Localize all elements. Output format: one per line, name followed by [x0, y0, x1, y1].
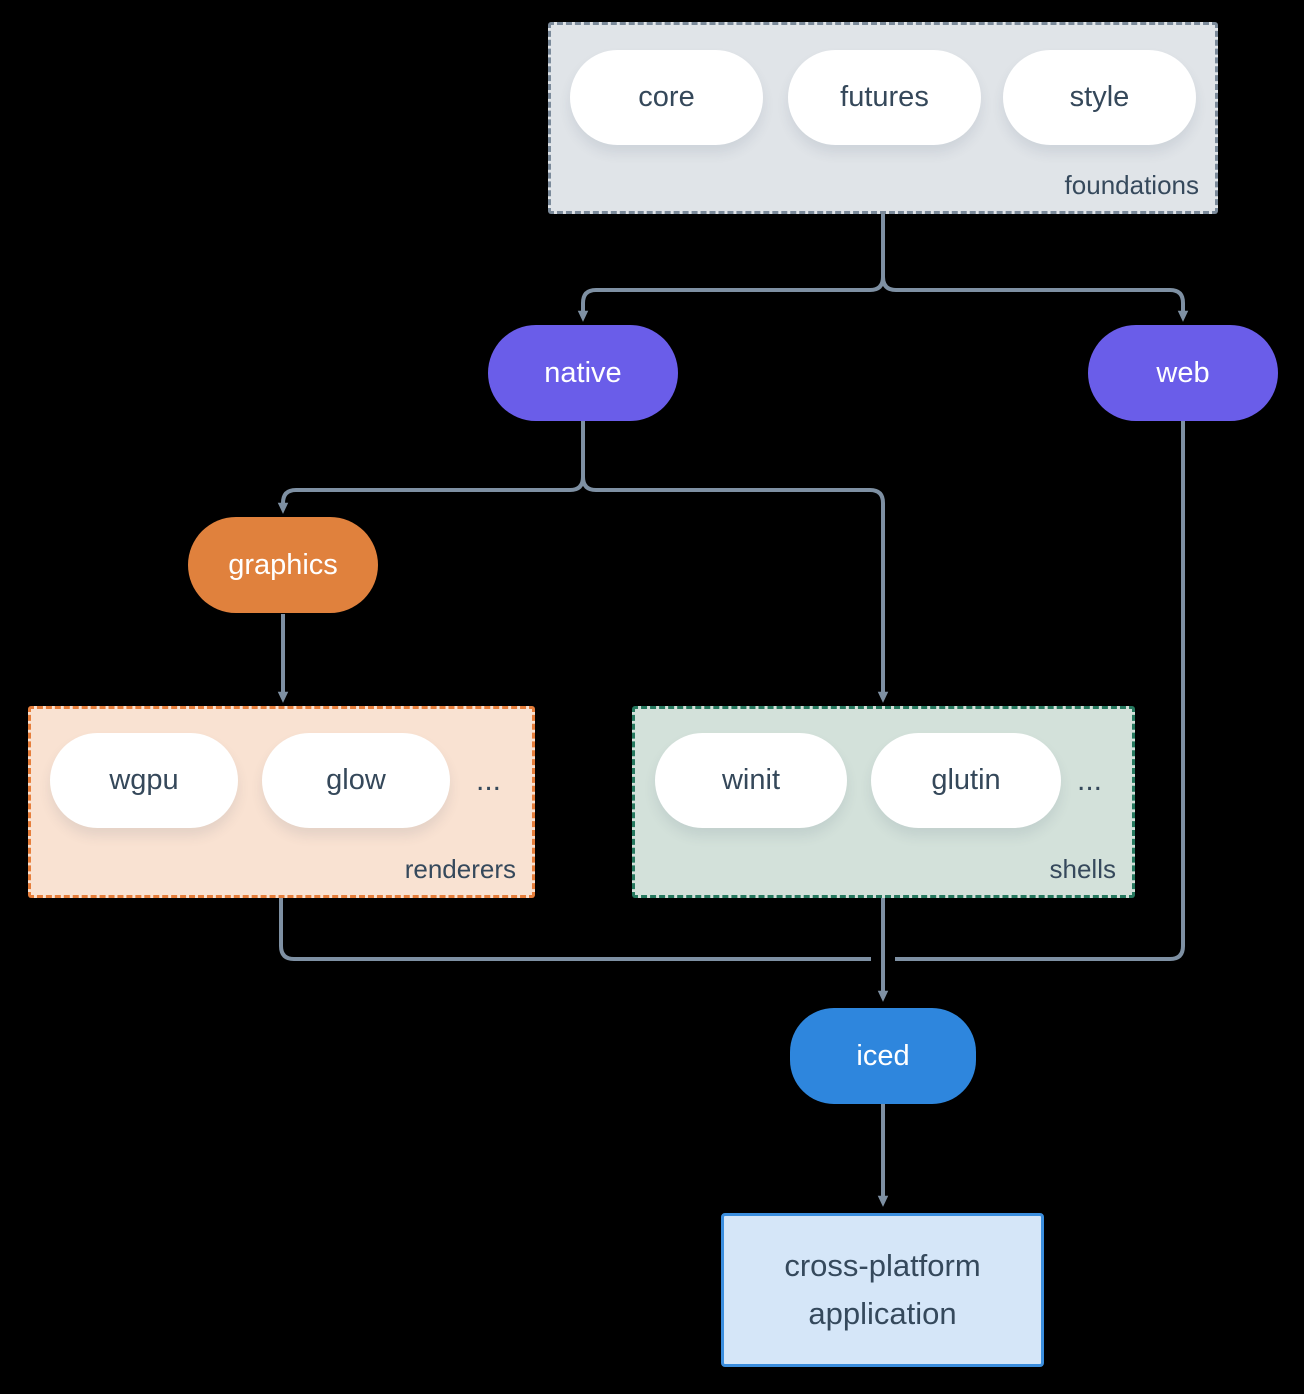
renderers-ellipsis: ... [476, 763, 502, 797]
futures-node: futures [788, 50, 981, 145]
web-node: web [1088, 325, 1278, 421]
iced-node: iced [790, 1008, 976, 1104]
graphics-node: graphics [188, 517, 378, 613]
application-label-line2: application [808, 1296, 957, 1331]
connector-renderers-merge [279, 898, 871, 961]
style-label: style [1069, 81, 1130, 113]
graphics-label: graphics [228, 548, 338, 581]
shells-ellipsis: ... [1077, 763, 1103, 797]
glutin-label: glutin [931, 764, 1001, 796]
wgpu-node: wgpu [50, 733, 238, 828]
connector-foundations-web [881, 214, 1189, 322]
shells-group: winit glutin ... shells [632, 706, 1135, 898]
style-node: style [1003, 50, 1196, 145]
futures-label: futures [840, 81, 929, 113]
connector-foundations-native [577, 214, 885, 322]
cross-platform-application-node: cross-platform application [721, 1213, 1044, 1367]
winit-label: winit [721, 764, 780, 796]
connector-native-shells [581, 421, 889, 703]
glutin-node: glutin [871, 733, 1061, 828]
web-label: web [1156, 356, 1210, 389]
wgpu-label: wgpu [109, 764, 179, 796]
renderers-group: wgpu glow ... renderers [28, 706, 535, 898]
native-label: native [544, 356, 622, 389]
foundations-group: core futures style foundations [548, 22, 1218, 214]
core-node: core [570, 50, 763, 145]
native-node: native [488, 325, 678, 421]
iced-label: iced [856, 1039, 910, 1072]
shells-group-label: shells [1049, 854, 1116, 884]
foundations-group-label: foundations [1064, 170, 1199, 200]
glow-node: glow [262, 733, 450, 828]
core-label: core [638, 81, 695, 113]
connector-native-graphics [277, 421, 585, 514]
application-label-line1: cross-platform [784, 1248, 981, 1283]
glow-label: glow [326, 764, 386, 796]
renderers-group-label: renderers [404, 854, 516, 884]
winit-node: winit [655, 733, 847, 828]
